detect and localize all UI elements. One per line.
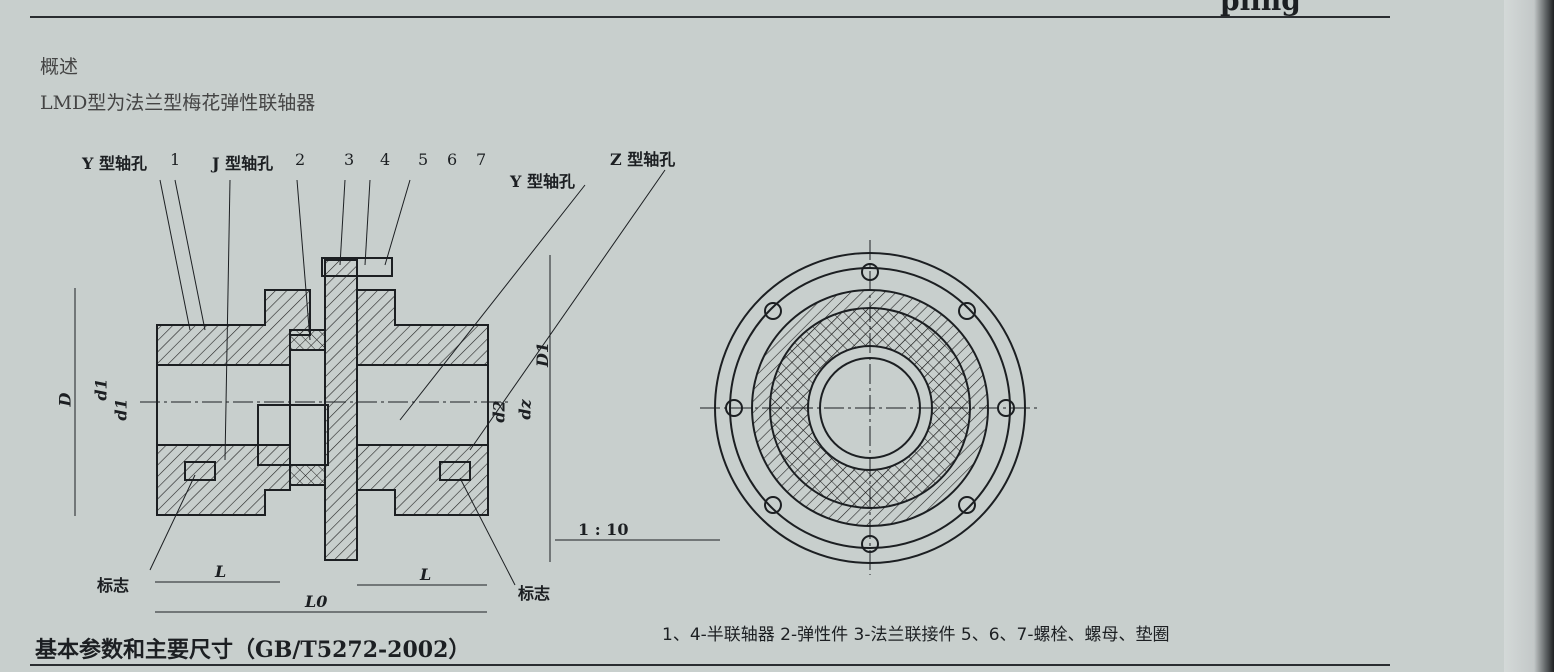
dim-d2: d2 <box>489 400 509 423</box>
page-edge <box>1504 0 1554 672</box>
table-heading: 基本参数和主要尺寸（GB/T5272-2002） <box>35 637 471 663</box>
callout-7: 7 <box>476 150 487 169</box>
side-view <box>74 169 720 613</box>
dim-L-right: L <box>420 565 432 584</box>
callout-4: 4 <box>380 150 391 169</box>
callout-y-bore-right: Y 型轴孔 <box>510 172 575 191</box>
dim-D1: D1 <box>533 341 553 368</box>
figure-caption: 1、4-半联轴器 2-弹性件 3-法兰联接件 5、6、7-螺栓、螺母、垫圈 <box>662 625 1170 645</box>
dim-D: D <box>55 392 75 407</box>
section-description: LMD型为法兰型梅花弹性联轴器 <box>40 92 316 114</box>
dim-L-left: L <box>215 562 227 581</box>
dim-taper: 1 : 10 <box>578 520 629 539</box>
callout-mark-right: 标志 <box>518 584 551 603</box>
dim-d1b: d1 <box>111 398 131 421</box>
callout-3: 3 <box>344 150 355 169</box>
callout-5: 5 <box>418 150 429 169</box>
end-view <box>700 240 1040 575</box>
callout-j-bore: J 型轴孔 <box>212 154 274 173</box>
dim-L0: L0 <box>305 592 328 611</box>
callout-mark-left: 标志 <box>97 576 130 595</box>
top-rule <box>30 16 1390 18</box>
dim-dz: dz <box>515 399 535 420</box>
header-title-fragment: pling <box>1220 0 1301 17</box>
bottom-rule <box>30 664 1390 666</box>
callout-2: 2 <box>295 150 306 169</box>
section-heading: 概述 <box>40 56 79 78</box>
callout-y-bore-left: Y 型轴孔 <box>82 154 147 173</box>
callout-z-bore: Z 型轴孔 <box>610 150 676 169</box>
callout-6: 6 <box>447 150 458 169</box>
callout-1: 1 <box>170 150 181 169</box>
dim-d1: d1 <box>91 378 111 401</box>
